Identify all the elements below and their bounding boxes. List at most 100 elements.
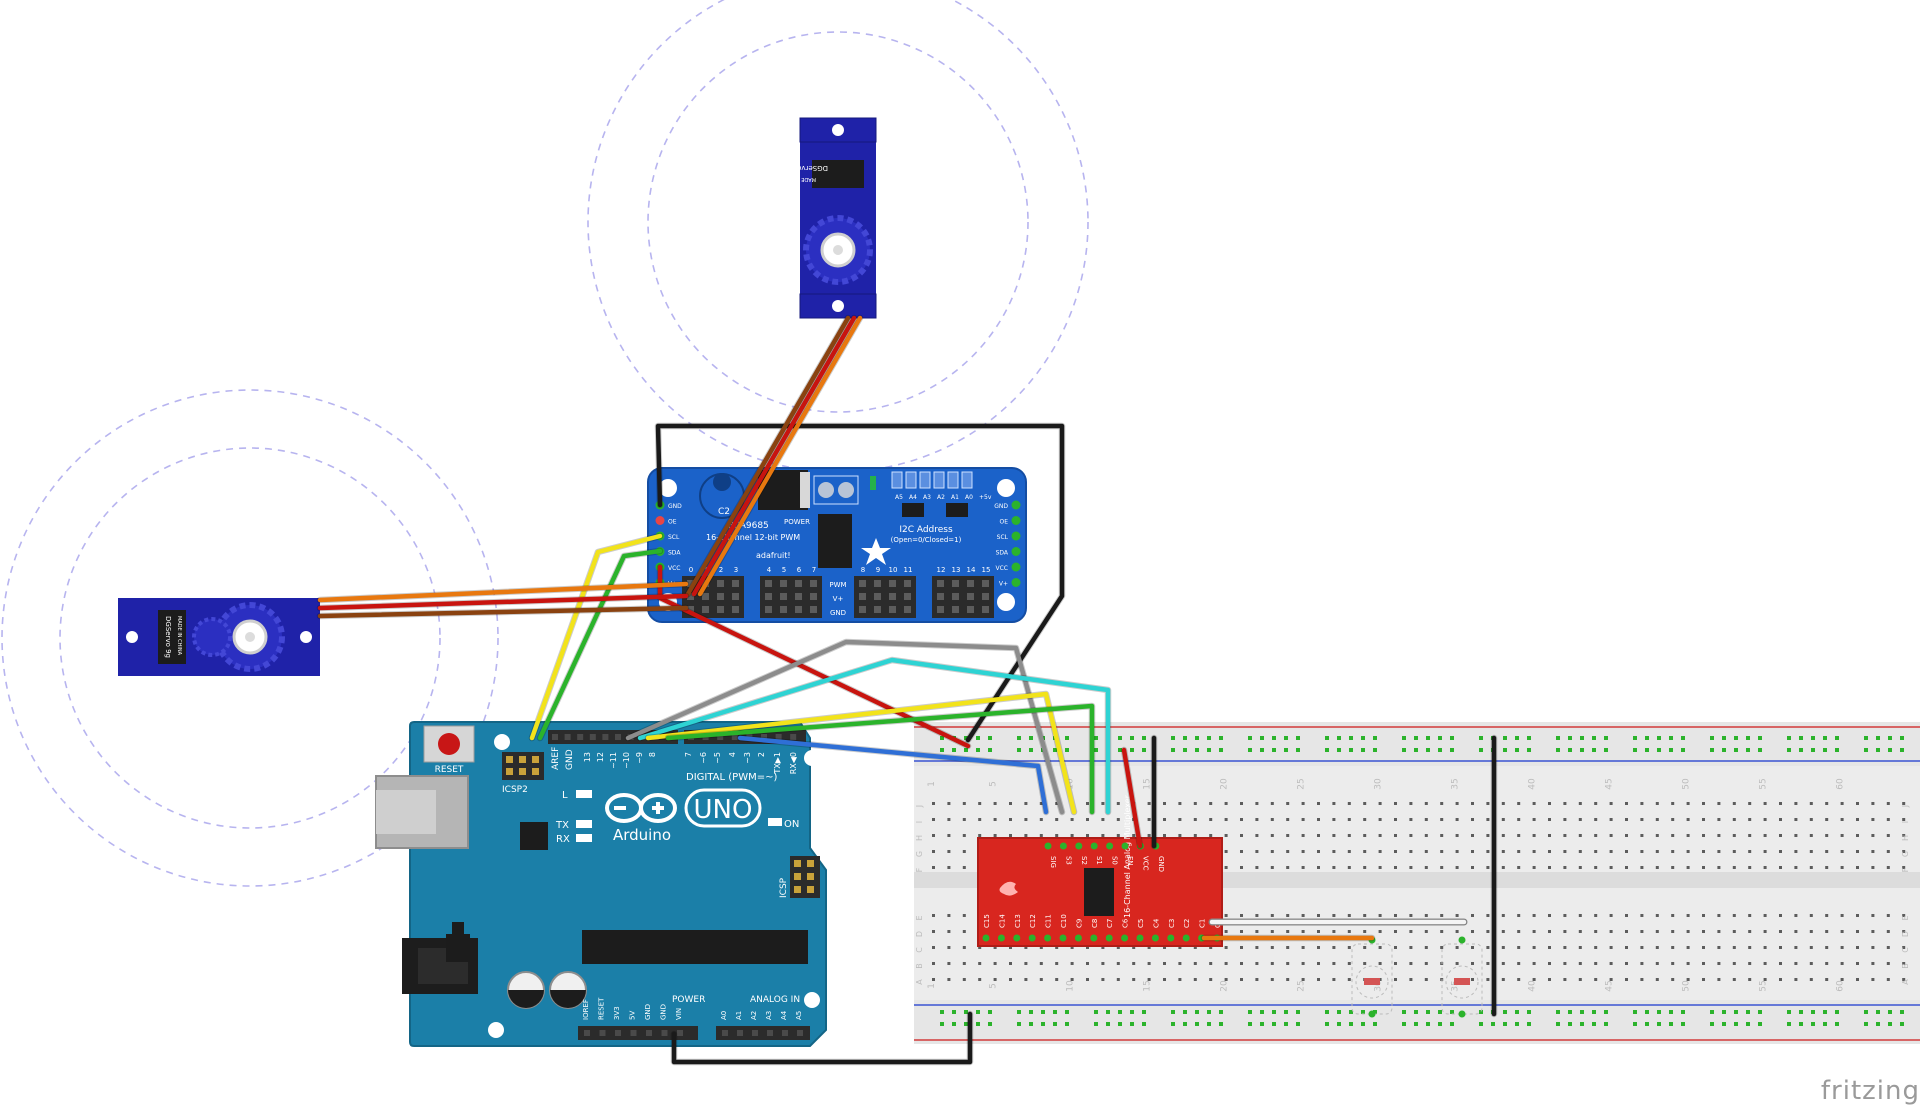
mux-pin[interactable] bbox=[1013, 934, 1021, 942]
wire-servo-top-orange[interactable] bbox=[697, 315, 863, 597]
icsp2-pin[interactable] bbox=[532, 768, 539, 775]
mux-pin[interactable] bbox=[1136, 934, 1144, 942]
address-jumper-pad[interactable] bbox=[961, 471, 973, 489]
mux-pin[interactable] bbox=[1106, 842, 1114, 850]
wire-gray[interactable] bbox=[625, 639, 1065, 815]
pwm-channel-pin[interactable] bbox=[732, 606, 739, 613]
icsp2-pin[interactable] bbox=[506, 756, 513, 763]
mux-pin[interactable] bbox=[1074, 934, 1082, 942]
pwm-side-pin[interactable] bbox=[1011, 500, 1021, 510]
pwm-side-pin[interactable] bbox=[1011, 516, 1021, 525]
header-pin[interactable] bbox=[737, 1030, 743, 1036]
header-pin[interactable] bbox=[782, 1030, 788, 1036]
pwm-channel-pin[interactable] bbox=[904, 593, 911, 600]
pwm-channel-pin[interactable] bbox=[717, 593, 724, 600]
pwm-channel-pin[interactable] bbox=[889, 593, 896, 600]
pwm-channel-pin[interactable] bbox=[717, 580, 724, 587]
header-pin[interactable] bbox=[564, 734, 571, 740]
pwm-channel-pin[interactable] bbox=[795, 580, 802, 587]
pwm-channel-pin[interactable] bbox=[874, 580, 881, 587]
pwm-channel-pin[interactable] bbox=[859, 580, 866, 587]
mux-pin[interactable] bbox=[1121, 934, 1129, 942]
pwm-channel-pin[interactable] bbox=[952, 606, 959, 613]
mux-pin[interactable] bbox=[1028, 934, 1036, 942]
icsp-pin[interactable] bbox=[794, 873, 801, 880]
header-pin[interactable] bbox=[731, 734, 738, 740]
wire-red-mux-vcc[interactable] bbox=[1121, 747, 1143, 849]
mux-pin[interactable] bbox=[1121, 842, 1129, 850]
header-pin[interactable] bbox=[761, 734, 767, 740]
pwm-channel-pin[interactable] bbox=[732, 593, 739, 600]
pwm-channel-pin[interactable] bbox=[810, 580, 817, 587]
mux-pin[interactable] bbox=[1059, 842, 1067, 850]
mux-pin[interactable] bbox=[982, 934, 990, 942]
pwm-channel-pin[interactable] bbox=[859, 606, 866, 613]
header-pin[interactable] bbox=[584, 1030, 590, 1036]
mux-pin[interactable] bbox=[1167, 934, 1175, 942]
mux-pin[interactable] bbox=[1044, 934, 1052, 942]
pwm-channel-pin[interactable] bbox=[937, 593, 944, 600]
mux-pin[interactable] bbox=[1044, 842, 1052, 850]
address-jumper-pad[interactable] bbox=[891, 471, 903, 489]
pwm-channel-pin[interactable] bbox=[765, 593, 772, 600]
icsp2-pin[interactable] bbox=[519, 756, 526, 763]
header-pin[interactable] bbox=[722, 1030, 728, 1036]
pwm-channel-pin[interactable] bbox=[982, 593, 989, 600]
wire-servo-left-red[interactable] bbox=[317, 593, 689, 611]
wire-black-gnd-loop[interactable] bbox=[655, 423, 1065, 743]
pwm-channel-pin[interactable] bbox=[702, 606, 709, 613]
pwm-channel-pin[interactable] bbox=[765, 606, 772, 613]
mux-pin[interactable] bbox=[1105, 934, 1113, 942]
icsp-pin[interactable] bbox=[794, 886, 801, 893]
mux-pin[interactable] bbox=[1090, 842, 1098, 850]
wire-servo-top-brown[interactable] bbox=[685, 315, 851, 597]
pwm-channel-pin[interactable] bbox=[810, 606, 817, 613]
header-pin[interactable] bbox=[767, 1030, 773, 1036]
pwm-channel-pin[interactable] bbox=[859, 593, 866, 600]
header-pin[interactable] bbox=[602, 734, 609, 740]
wire-blue[interactable] bbox=[737, 735, 1049, 815]
pwm-channel-pin[interactable] bbox=[780, 580, 787, 587]
pwm-channel-pin[interactable] bbox=[874, 593, 881, 600]
pwm-channel-pin[interactable] bbox=[687, 593, 694, 600]
pwm-side-pin[interactable] bbox=[1011, 562, 1021, 572]
wire-servo-left-brown[interactable] bbox=[317, 605, 689, 619]
pwm-channel-pin[interactable] bbox=[780, 593, 787, 600]
pwm-channel-pin[interactable] bbox=[687, 580, 694, 587]
header-pin[interactable] bbox=[717, 734, 724, 740]
pwm-channel-pin[interactable] bbox=[967, 606, 974, 613]
icsp-pin[interactable] bbox=[794, 860, 801, 867]
header-pin[interactable] bbox=[615, 1030, 621, 1036]
wire-black-arduino-gnd[interactable] bbox=[671, 1011, 973, 1065]
pwm-channel-pin[interactable] bbox=[889, 606, 896, 613]
pwm-side-pin[interactable] bbox=[1011, 531, 1021, 541]
mux-pin[interactable] bbox=[1059, 934, 1067, 942]
header-pin[interactable] bbox=[615, 734, 621, 740]
pwm-channel-pin[interactable] bbox=[889, 580, 896, 587]
wire-green-sda[interactable] bbox=[537, 548, 663, 741]
pwm-channel-pin[interactable] bbox=[765, 580, 772, 587]
pwm-channel-pin[interactable] bbox=[904, 606, 911, 613]
header-pin[interactable] bbox=[797, 1030, 803, 1036]
pwm-side-pin[interactable] bbox=[1011, 578, 1021, 587]
icsp2-pin[interactable] bbox=[519, 768, 526, 775]
pwm-channel-pin[interactable] bbox=[904, 580, 911, 587]
wire-green-s0[interactable] bbox=[665, 703, 1095, 815]
icsp-pin[interactable] bbox=[807, 860, 814, 867]
header-pin[interactable] bbox=[577, 734, 584, 740]
header-pin[interactable] bbox=[790, 734, 797, 740]
pwm-side-pin[interactable] bbox=[655, 516, 665, 525]
address-jumper-pad[interactable] bbox=[919, 471, 931, 489]
wire-yellow-scl[interactable] bbox=[529, 533, 663, 741]
wire-servo-left-orange[interactable] bbox=[317, 581, 689, 603]
mux-pin[interactable] bbox=[1090, 934, 1098, 942]
address-jumper-pad[interactable] bbox=[905, 471, 917, 489]
mux-pin[interactable] bbox=[1151, 934, 1159, 942]
mux-pin[interactable] bbox=[997, 934, 1005, 942]
pwm-channel-pin[interactable] bbox=[687, 606, 694, 613]
pwm-channel-pin[interactable] bbox=[952, 580, 959, 587]
pwm-channel-pin[interactable] bbox=[982, 580, 989, 587]
pwm-channel-pin[interactable] bbox=[982, 606, 989, 613]
address-jumper-pad[interactable] bbox=[947, 471, 959, 489]
mux-pin[interactable] bbox=[1182, 934, 1190, 942]
